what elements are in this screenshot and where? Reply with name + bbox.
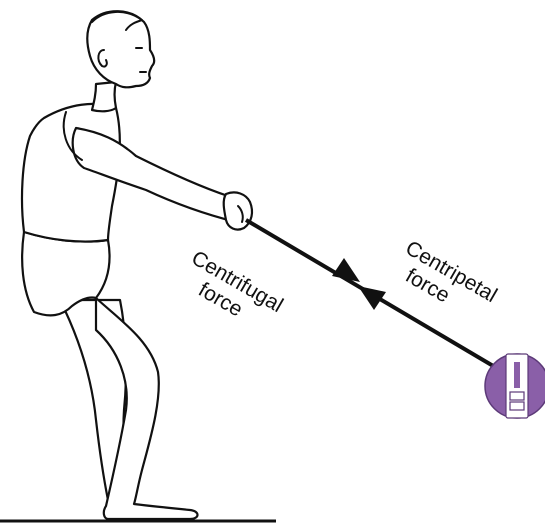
centrifugal-arrowhead xyxy=(332,258,360,282)
neck xyxy=(92,82,116,111)
slider-lever-icon xyxy=(506,354,528,418)
centripetal-arrowhead xyxy=(358,286,386,310)
corner-badge xyxy=(485,354,545,418)
head xyxy=(87,11,154,87)
fist xyxy=(224,192,252,229)
